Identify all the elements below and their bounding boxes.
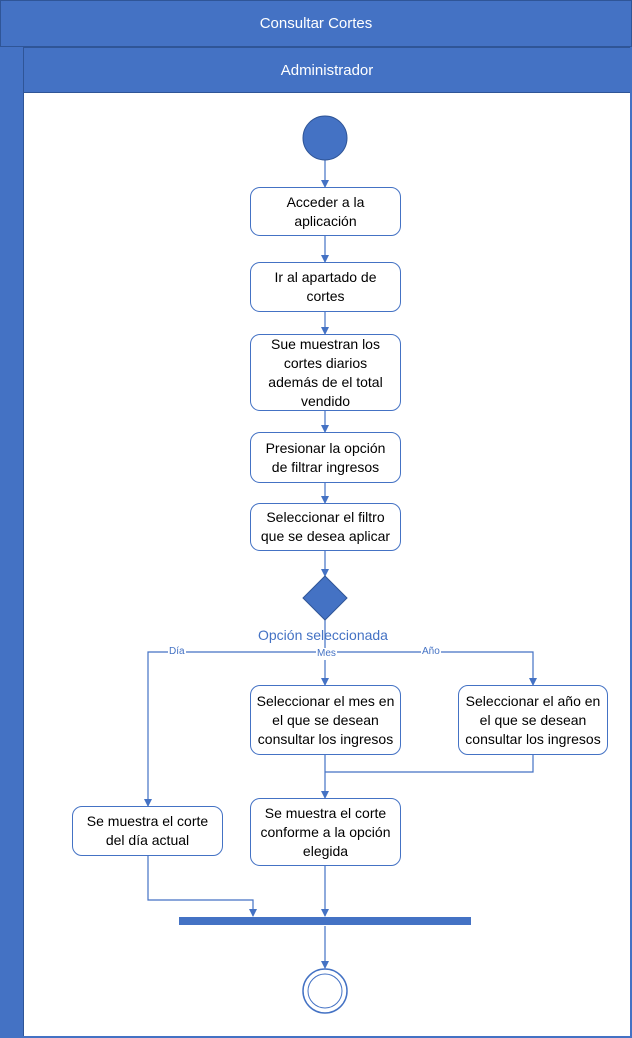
action-corte-dia-actual: Se muestra el corte del día actual <box>72 806 223 856</box>
action-presionar-filtrar: Presionar la opción de filtrar ingresos <box>250 432 401 483</box>
decision-label: Opción seleccionada <box>258 627 388 643</box>
action-presionar-label: Presionar la opción de filtrar ingresos <box>265 439 386 475</box>
swimlane-header-administrador: Administrador <box>24 47 630 93</box>
swimlane-bottom-border <box>0 1036 632 1038</box>
decision-node <box>302 575 348 621</box>
guard-dia: Día <box>168 646 186 658</box>
action-acceder-label: Acceder a la aplicación <box>286 193 365 229</box>
guard-mes: Mes <box>316 648 337 660</box>
final-node-inner <box>307 973 343 1009</box>
action-seleccionar-filtro: Seleccionar el filtro que se desea aplic… <box>250 503 401 551</box>
action-corte-opcion-label: Se muestra el corte conforme a la opción… <box>260 804 391 859</box>
join-bar <box>179 917 471 925</box>
edge-anio-merge <box>325 755 534 773</box>
action-mes-label: Seleccionar el mes en el que se desean c… <box>256 692 395 747</box>
action-ir-apartado-cortes: Ir al apartado de cortes <box>250 262 401 312</box>
action-muestran-label: Sue muestran los cortes diarios además d… <box>268 335 383 409</box>
swimlane-side-bar <box>0 47 24 1038</box>
edge-guard-anio <box>325 651 537 686</box>
edge-guard-dia <box>144 651 325 807</box>
action-corte-opcion-elegida: Se muestra el corte conforme a la opción… <box>250 798 401 866</box>
action-seleccionar-mes: Seleccionar el mes en el que se desean c… <box>250 685 401 755</box>
action-seleccionar-anio: Seleccionar el año en el que se desean c… <box>458 685 608 755</box>
action-anio-label: Seleccionar el año en el que se desean c… <box>465 692 601 747</box>
swimlane-right-border <box>630 47 632 1038</box>
action-filtro-label: Seleccionar el filtro que se desea aplic… <box>260 509 391 544</box>
action-corte-dia-label: Se muestra el corte del día actual <box>86 813 209 848</box>
action-apartado-label: Ir al apartado de cortes <box>274 269 377 304</box>
guard-anio: Año <box>421 646 441 658</box>
action-muestran-cortes: Sue muestran los cortes diarios además d… <box>250 334 401 411</box>
action-acceder-aplicacion: Acceder a la aplicación <box>250 187 401 236</box>
diagram-title: Consultar Cortes <box>0 0 632 47</box>
edge-corte-dia-to-join <box>147 856 257 917</box>
initial-node <box>302 115 348 161</box>
